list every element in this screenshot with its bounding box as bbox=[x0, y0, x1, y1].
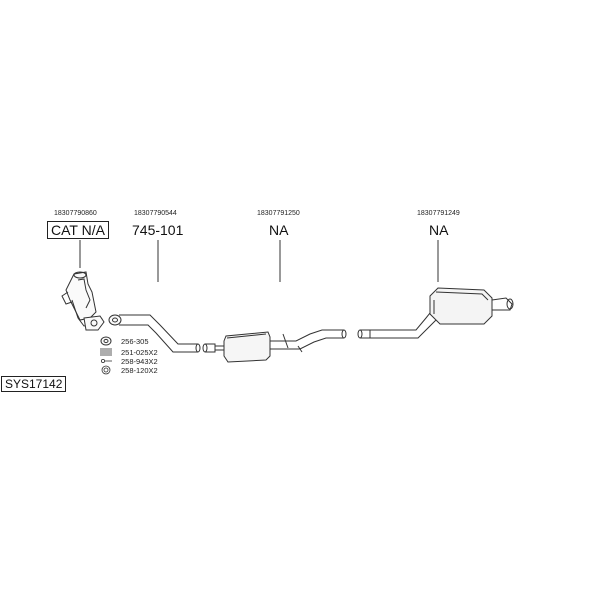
middle-silencer-part bbox=[202, 329, 347, 363]
accessory-bolt: 258-943X2 bbox=[121, 357, 158, 366]
rear-silencer-part bbox=[357, 287, 514, 339]
bolt-icon bbox=[101, 358, 112, 363]
label-rear-silencer: NA bbox=[429, 222, 449, 238]
accessory-gasket: 258-120X2 bbox=[121, 366, 158, 375]
label-middle-silencer: NA bbox=[269, 222, 289, 238]
accessory-clamp: 256-305 bbox=[121, 337, 149, 346]
gasket-ring-icon bbox=[101, 365, 111, 375]
part-number-middle-silencer: 18307791250 bbox=[257, 210, 300, 217]
spring-icon bbox=[100, 348, 112, 356]
label-front-pipe: 745-101 bbox=[132, 222, 184, 238]
catalytic-converter-part bbox=[61, 271, 105, 331]
part-number-cat: 18307790860 bbox=[54, 210, 97, 217]
clamp-icon bbox=[100, 336, 112, 346]
label-cat: CAT N/A bbox=[47, 221, 109, 239]
system-code: SYS17142 bbox=[1, 376, 67, 392]
front-pipe-part bbox=[108, 314, 201, 353]
part-number-front-pipe: 18307790544 bbox=[134, 210, 177, 217]
part-number-rear-silencer: 18307791249 bbox=[417, 210, 460, 217]
accessory-spring: 251-025X2 bbox=[121, 348, 158, 357]
